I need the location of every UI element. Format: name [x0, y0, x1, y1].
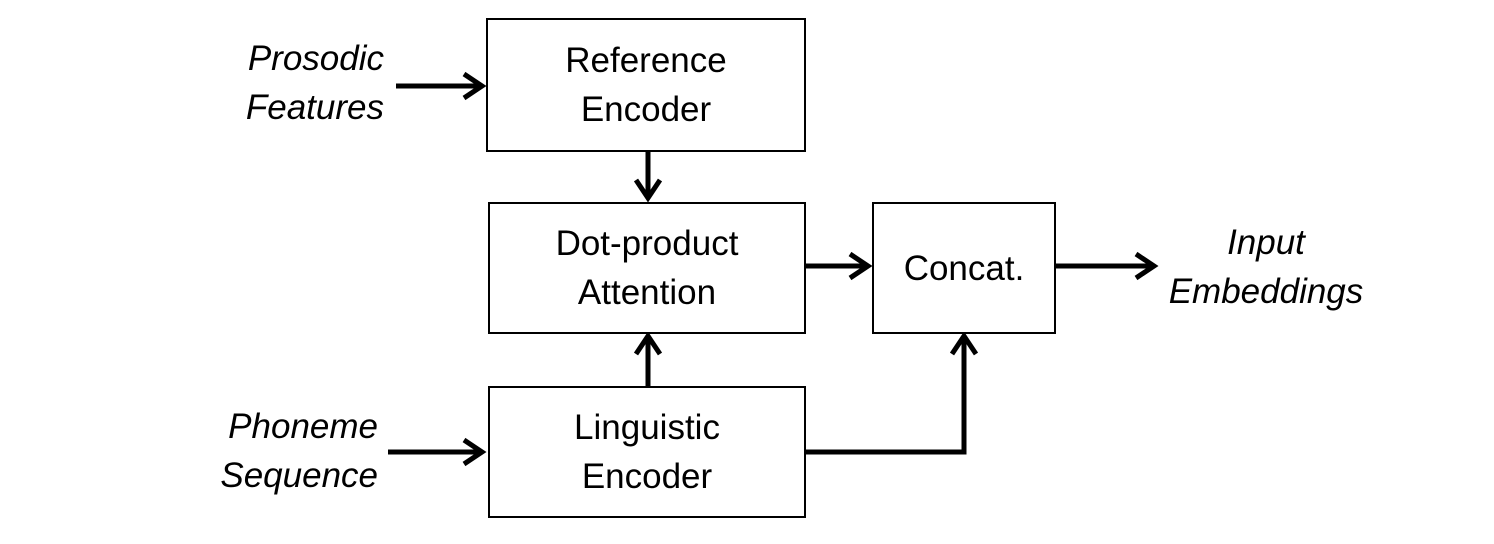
arrow-linguistic-to-concat	[805, 338, 967, 455]
phoneme-sequence-label: Phoneme Sequence	[190, 402, 378, 500]
arrowhead-prosodic	[462, 71, 487, 101]
dot-product-attention-block: Dot-product Attention	[488, 202, 806, 334]
linguistic-encoder-block: Linguistic Encoder	[488, 386, 806, 518]
attention-line2: Attention	[577, 273, 717, 312]
phoneme-line2: Sequence	[220, 456, 378, 495]
arrowhead-reference	[633, 178, 663, 203]
reference-encoder-line1: Reference	[565, 41, 727, 80]
input-embeddings-label: Input Embeddings	[1150, 218, 1382, 316]
phoneme-line1: Phoneme	[228, 407, 378, 446]
prosodic-line1: Prosodic	[247, 39, 384, 78]
arrowhead-linguistic-concat	[949, 331, 979, 356]
concat-block: Concat.	[872, 202, 1056, 334]
output-line2: Embeddings	[1168, 272, 1364, 311]
arrowhead-phoneme	[462, 437, 487, 467]
linguistic-encoder-line1: Linguistic	[574, 408, 720, 447]
arrowhead-attention	[848, 251, 873, 281]
output-line1: Input	[1227, 223, 1305, 262]
reference-encoder-block: Reference Encoder	[486, 18, 806, 152]
prosodic-features-label: Prosodic Features	[200, 34, 384, 132]
linguistic-encoder-line2: Encoder	[581, 457, 713, 496]
attention-line1: Dot-product	[555, 224, 739, 263]
prosodic-line2: Features	[245, 88, 384, 127]
arrowhead-output	[1134, 251, 1159, 281]
concat-label: Concat.	[903, 248, 1025, 288]
reference-encoder-line2: Encoder	[580, 90, 712, 129]
arrowhead-linguistic-up	[633, 331, 663, 356]
